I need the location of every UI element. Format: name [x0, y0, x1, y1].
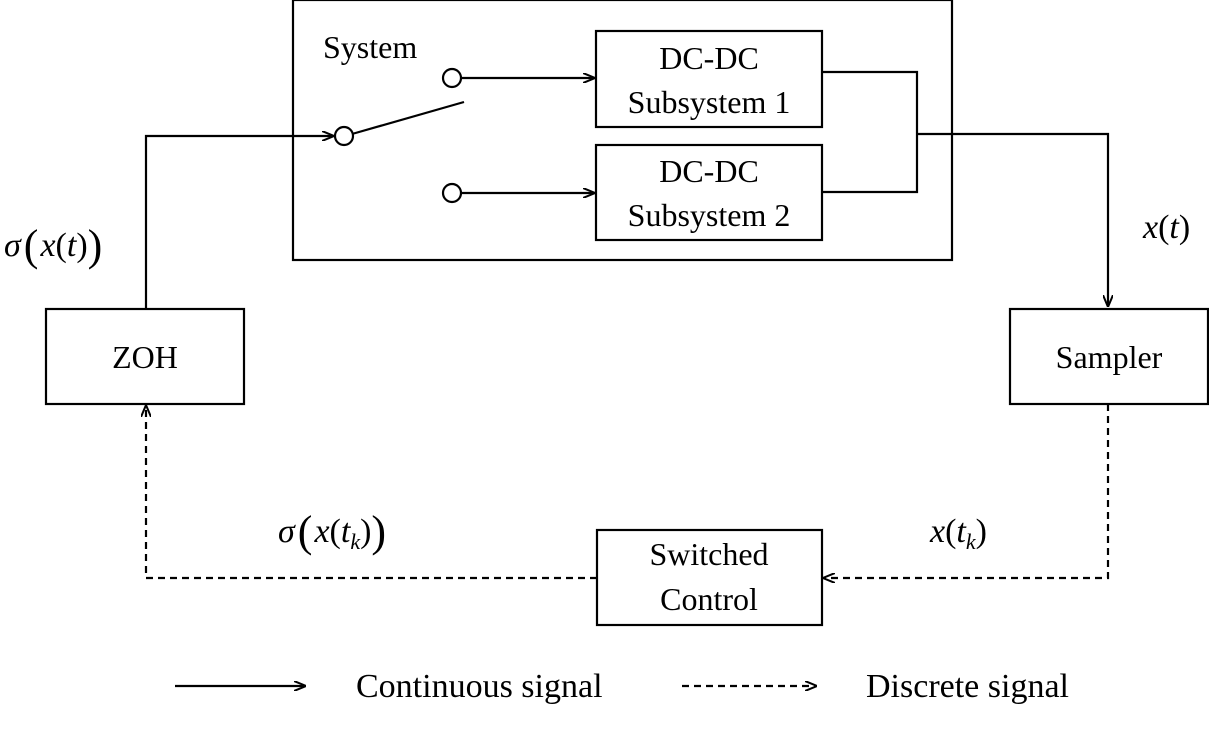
- signal-label-sigma-x-t-k: σ(x(tk)): [278, 507, 386, 556]
- signal-label-x-t-k: x(tk): [929, 513, 987, 554]
- sampler-to-control-arrow: [824, 404, 1110, 578]
- system-label: System: [323, 29, 417, 65]
- signal-label-sigma-x-t: σ(x(t)): [4, 221, 102, 270]
- subsystem-1-box: [594, 29, 824, 129]
- subsystem-2-line2: Subsystem 2: [628, 197, 791, 233]
- subsystem-2-line1: DC-DC: [659, 153, 759, 189]
- svg-text:x(tk): x(tk): [929, 513, 987, 554]
- zoh-box: [44, 307, 246, 406]
- signal-label-x-t: x(t): [1142, 209, 1190, 246]
- switch-contact-1: [441, 67, 463, 89]
- legend-discrete-label: Discrete signal: [866, 668, 1069, 705]
- legend-continuous-label: Continuous signal: [356, 668, 603, 705]
- zoh-label: ZOH: [112, 339, 178, 375]
- subsystem1-output-wire: [822, 70, 919, 194]
- subsystem-1-line1: DC-DC: [659, 40, 759, 76]
- switched-control-line2: Control: [660, 581, 758, 617]
- sampler-label: Sampler: [1056, 339, 1163, 375]
- switched-control-line1: Switched: [649, 536, 768, 572]
- svg-text:σ(x(tk)): σ(x(tk)): [278, 507, 386, 556]
- system-box: [291, 0, 954, 262]
- svg-text:σ(x(t)): σ(x(t)): [4, 221, 102, 270]
- switch-pivot-contact: [333, 125, 355, 147]
- zoh-to-switch-arrow: [144, 136, 333, 309]
- switch-contact-2: [441, 182, 463, 204]
- control-to-zoh-arrow: [146, 406, 597, 580]
- state-output-to-sampler-arrow: [917, 132, 1108, 306]
- switch-lever: [351, 100, 465, 136]
- subsystem-1-line2: Subsystem 1: [628, 84, 791, 120]
- svg-text:x(t): x(t): [1142, 209, 1190, 246]
